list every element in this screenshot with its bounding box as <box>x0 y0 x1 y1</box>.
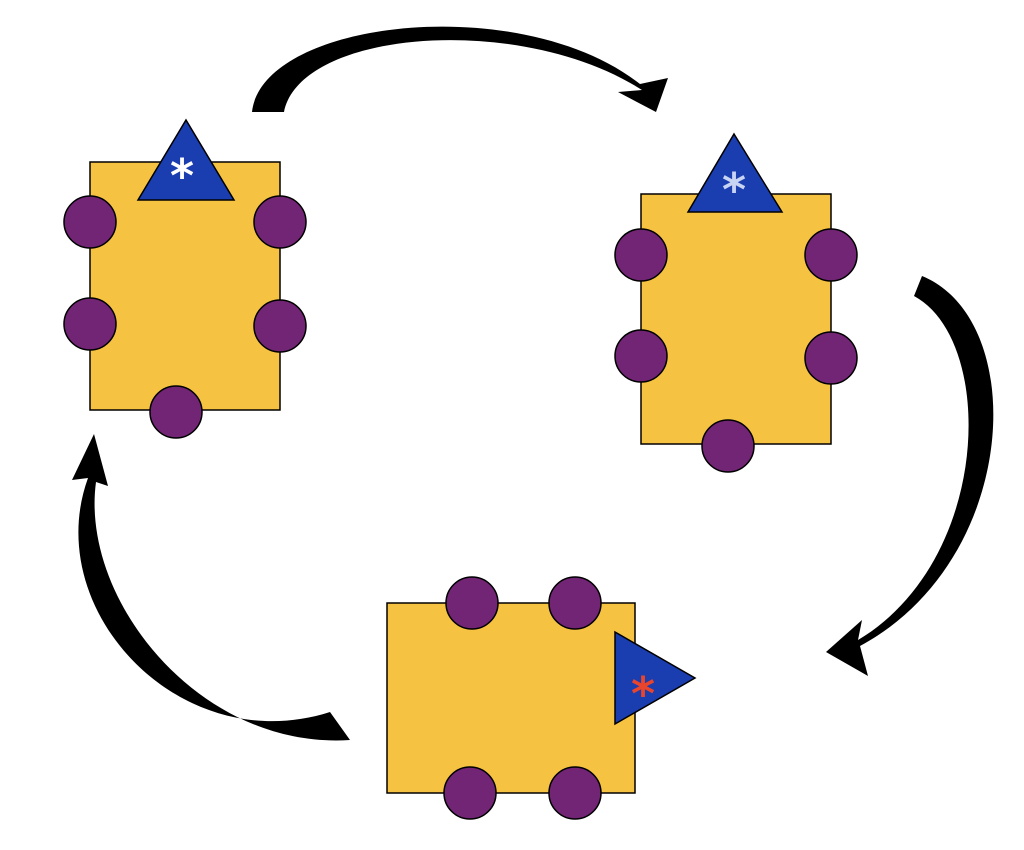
stage-circle <box>149 385 203 439</box>
stage-triangle <box>614 630 697 726</box>
arrow-top <box>252 26 668 112</box>
stage-circle <box>443 766 497 820</box>
stage-body <box>640 193 832 445</box>
stage-circle <box>804 228 858 282</box>
stage-circle <box>445 576 499 630</box>
stage-marker: * <box>631 667 655 721</box>
stage-circle <box>614 228 668 282</box>
stage-marker: * <box>722 163 746 217</box>
stage-circle <box>253 299 307 353</box>
stage-triangle <box>686 132 784 213</box>
arrow-left <box>72 434 350 741</box>
stage-marker: * <box>170 149 194 203</box>
cycle-arrows <box>72 26 994 741</box>
stage-circle <box>548 766 602 820</box>
stage-body <box>386 602 636 794</box>
stage-top-left: * <box>63 118 307 439</box>
stage-circle <box>548 576 602 630</box>
stage-top-right: * <box>614 132 858 473</box>
stage-circle <box>701 419 755 473</box>
stage-circle <box>253 195 307 249</box>
stage-circle <box>63 297 117 351</box>
stage-circle <box>63 195 117 249</box>
stage-bottom: * <box>386 576 697 820</box>
arrow-right <box>826 276 994 676</box>
stage-triangle <box>136 118 236 201</box>
stage-circle <box>614 329 668 383</box>
stage-circle <box>804 331 858 385</box>
